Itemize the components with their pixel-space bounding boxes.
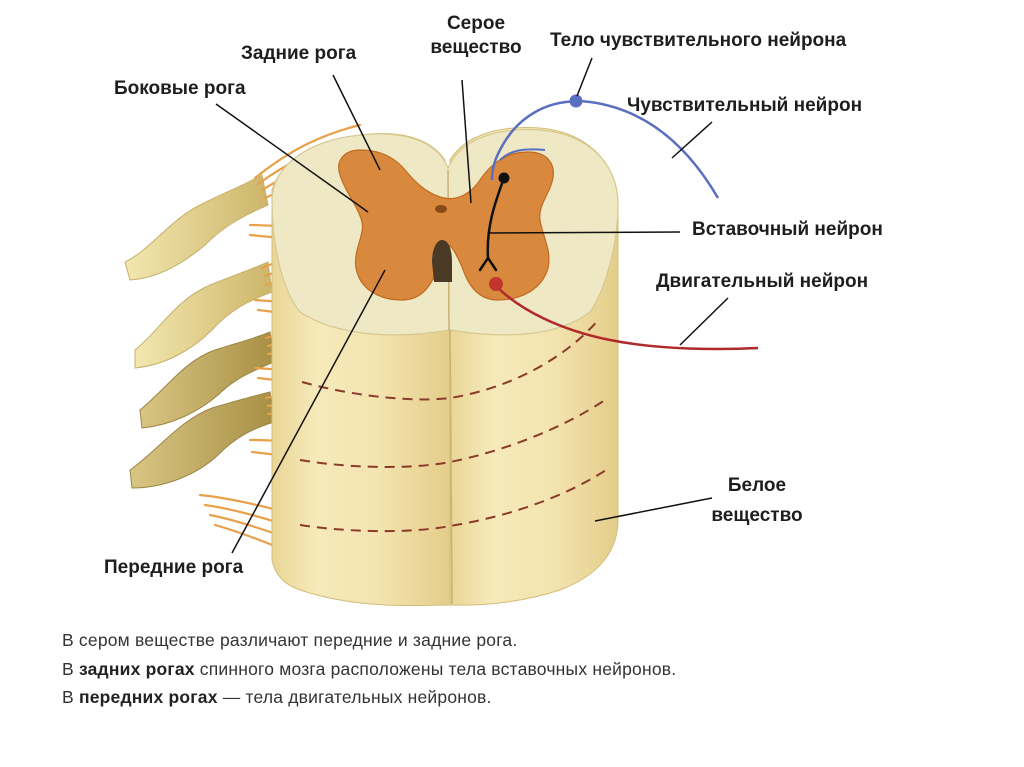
leader-ventral-horns — [231, 269, 386, 554]
ganglion-1 — [124, 174, 269, 281]
leader-white-matter — [594, 497, 713, 522]
caption-line-3-bold: передних рогах — [78, 687, 218, 707]
label-interneuron: Вставочный нейрон — [692, 219, 883, 240]
motor-axon — [495, 285, 759, 351]
sensory-cell-body — [569, 94, 583, 108]
interneuron-axon — [486, 176, 506, 260]
caption-line-2-bold: задних рогах — [78, 658, 195, 679]
label-lateral-horns: Боковые рога — [114, 78, 246, 99]
sensory-axon — [490, 100, 720, 199]
label-white-matter: Белое вещество — [692, 474, 822, 528]
label-gray-matter-line1: Серое — [446, 13, 506, 34]
interneuron — [478, 176, 506, 272]
caption-line-3-pre: В — [62, 687, 79, 707]
interneuron-cell-body — [498, 172, 510, 184]
label-ventral-horns: Передние рога — [104, 557, 244, 578]
leader-motor-neuron — [679, 297, 729, 346]
leader-lines — [215, 57, 729, 554]
central-canal — [435, 205, 447, 213]
label-dorsal-horns: Задние рога — [241, 43, 357, 64]
caption-line-2-pre: В — [62, 658, 79, 679]
leader-lateral-horns — [215, 103, 369, 213]
label-gray-matter-line2: вещество — [430, 37, 522, 58]
interneuron-branch — [478, 256, 498, 272]
leader-dorsal-horns — [332, 74, 381, 171]
vessel-dashes — [299, 317, 607, 533]
caption-line-3: В передних рогах — тела двигательных ней… — [62, 683, 962, 712]
leader-sensory-neuron — [671, 121, 713, 159]
canal-opening — [432, 240, 452, 282]
label-sensory-body: Тело чувствительного нейрона — [550, 30, 847, 51]
label-gray-matter: Серое вещество — [412, 12, 540, 60]
motor-cell-body — [489, 277, 503, 291]
sensory-branch — [499, 148, 546, 161]
label-sensory-neuron: Чувствительный нейрон — [627, 95, 863, 116]
caption-line-2: В задних рогах спинного мозга расположен… — [62, 655, 962, 684]
label-motor-neuron: Двигательный нейрон — [656, 271, 869, 292]
motor-neuron — [489, 277, 759, 351]
label-white-matter-line1: Белое — [727, 475, 787, 496]
caption-line-2-post: спинного мозга расположены тела вставочн… — [194, 658, 677, 679]
caption: В сером веществе различают передние и за… — [62, 626, 962, 712]
leader-interneuron — [489, 231, 681, 234]
leader-gray-matter — [461, 79, 472, 204]
caption-line-1: В сером веществе различают передние и за… — [62, 630, 518, 650]
caption-line-3-post: — тела двигательных нейронов. — [217, 687, 492, 707]
sensory-neuron — [490, 94, 720, 199]
label-white-matter-line2: вещество — [711, 505, 803, 526]
leader-sensory-body — [576, 57, 593, 97]
